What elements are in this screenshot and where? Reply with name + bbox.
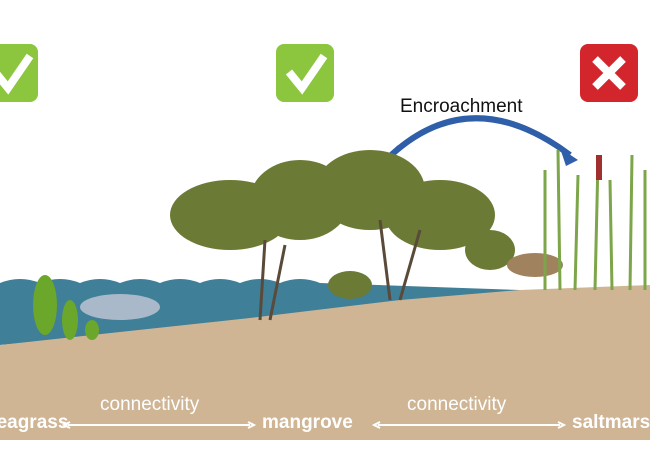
label-mangrove: mangrove [262, 412, 353, 433]
cross-badge-saltmarsh [580, 44, 638, 102]
encroachment-label: Encroachment [400, 96, 523, 117]
connectivity-label-2: connectivity [407, 394, 507, 415]
check-badge-seagrass [0, 44, 38, 102]
connectivity-label-1: connectivity [100, 394, 200, 415]
connectivity-arrows [61, 421, 567, 429]
check-badge-mangrove [276, 44, 334, 102]
saltmarsh-reeds [543, 149, 647, 291]
encroachment-arrow [385, 115, 572, 161]
label-seagrass: seagrass [0, 412, 69, 433]
seagrass [33, 275, 99, 340]
sediment [0, 285, 650, 440]
shorebird [507, 253, 563, 277]
mangrove-trees [170, 150, 515, 299]
fish [80, 294, 160, 320]
label-saltmarsh: saltmarsh [572, 412, 650, 433]
